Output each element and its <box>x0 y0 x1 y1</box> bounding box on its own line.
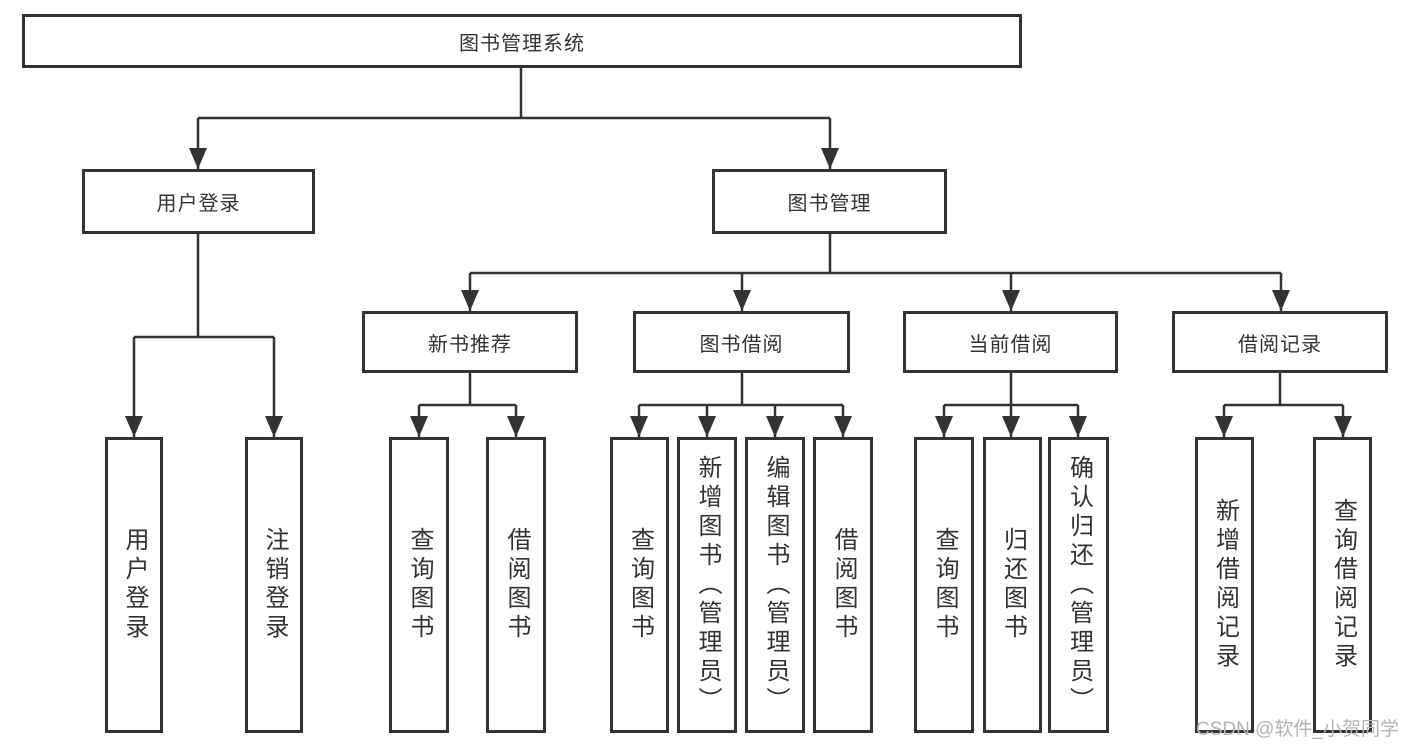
leaf-records-add-record: 新增借阅记录 <box>1195 437 1254 733</box>
leaf-borrow-query-books-label: 查询图书 <box>626 527 654 643</box>
leaf-user-login-label: 用户登录 <box>121 527 148 643</box>
node-current-borrow: 当前借阅 <box>903 311 1118 373</box>
node-current-borrow-label: 当前借阅 <box>968 333 1053 356</box>
csdn-watermark: CSDN @软件_小贺同学 <box>1196 719 1399 740</box>
node-book-borrow: 图书借阅 <box>633 311 850 373</box>
leaf-records-add-record-label: 新增借阅记录 <box>1211 498 1239 672</box>
leaf-borrow-add-books-admin: 新增图书（管理员） <box>677 437 737 733</box>
node-user-login-branch: 用户登录 <box>82 169 315 234</box>
connector-newbook-to-leaves <box>410 373 525 437</box>
leaf-current-confirm-return-admin: 确认归还（管理员） <box>1048 437 1109 733</box>
node-borrow-records-label: 借阅记录 <box>1238 333 1322 356</box>
leaf-newbook-query-books-label: 查询图书 <box>406 527 433 643</box>
connector-root-to-level2 <box>189 68 839 169</box>
node-book-management-label: 图书管理 <box>787 193 872 215</box>
node-root-system-label: 图书管理系统 <box>459 32 585 55</box>
leaf-borrow-edit-books-admin-label: 编辑图书（管理员） <box>762 454 789 716</box>
node-borrow-records: 借阅记录 <box>1172 311 1388 373</box>
leaf-borrow-edit-books-admin: 编辑图书（管理员） <box>745 437 805 733</box>
leaf-borrow-query-books: 查询图书 <box>610 437 669 733</box>
leaf-borrow-borrow-books: 借阅图书 <box>813 437 873 733</box>
node-new-book-recommend: 新书推荐 <box>362 311 578 373</box>
connector-records-to-leaves <box>1215 373 1352 437</box>
node-user-login-branch-label: 用户登录 <box>156 193 241 215</box>
leaf-current-return-books: 归还图书 <box>983 437 1042 733</box>
leaf-newbook-query-books: 查询图书 <box>389 437 449 733</box>
connector-borrow-to-leaves <box>630 373 852 437</box>
node-root-system: 图书管理系统 <box>22 14 1022 68</box>
leaf-current-query-books-label: 查询图书 <box>931 527 958 643</box>
leaf-borrow-borrow-books-label: 借阅图书 <box>830 527 857 643</box>
leaf-newbook-borrow-books-label: 借阅图书 <box>503 527 530 643</box>
node-new-book-recommend-label: 新书推荐 <box>428 333 512 356</box>
leaf-records-query-record-label: 查询借阅记录 <box>1329 498 1357 672</box>
leaf-current-return-books-label: 归还图书 <box>999 527 1027 643</box>
connector-bookmgmt-to-level3 <box>461 234 1290 311</box>
connector-current-to-leaves <box>935 373 1087 437</box>
node-book-management: 图书管理 <box>712 169 947 234</box>
leaf-logout-label: 注销登录 <box>261 527 288 643</box>
node-book-borrow-label: 图书借阅 <box>699 333 784 356</box>
leaf-newbook-borrow-books: 借阅图书 <box>486 437 546 733</box>
leaf-user-login: 用户登录 <box>105 437 163 733</box>
leaf-current-confirm-return-admin-label: 确认归还（管理员） <box>1065 454 1093 716</box>
connector-userlogin-to-leaves <box>125 234 283 437</box>
leaf-current-query-books: 查询图书 <box>914 437 974 733</box>
leaf-records-query-record: 查询借阅记录 <box>1313 437 1372 733</box>
leaf-borrow-add-books-admin-label: 新增图书（管理员） <box>694 454 721 716</box>
leaf-logout: 注销登录 <box>245 437 303 733</box>
